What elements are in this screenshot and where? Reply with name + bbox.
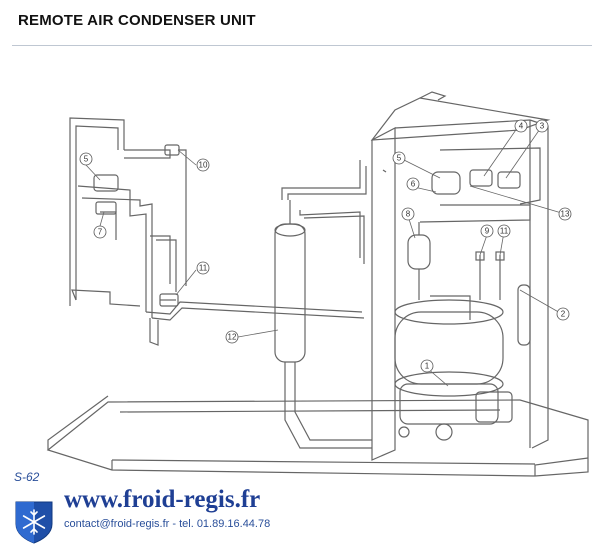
pipe-loop-left bbox=[75, 125, 119, 300]
valve-6 bbox=[431, 171, 461, 195]
title-divider bbox=[12, 45, 592, 46]
callout-label-7: 7 bbox=[98, 228, 103, 237]
callout-2 bbox=[556, 307, 570, 321]
liquid-receiver bbox=[274, 223, 306, 363]
callout-6 bbox=[406, 177, 420, 191]
snowflake-shield-logo-icon bbox=[15, 501, 53, 544]
callout-1 bbox=[420, 359, 434, 373]
callout-label-5a: 5 bbox=[84, 155, 89, 164]
callout-11-lower bbox=[196, 261, 210, 275]
callout-13 bbox=[558, 207, 572, 221]
callout-3 bbox=[535, 119, 549, 133]
callout-9 bbox=[480, 224, 494, 238]
callout-label-12: 12 bbox=[228, 333, 237, 342]
website-link[interactable]: www.froid-regis.fr bbox=[64, 486, 261, 513]
callout-5-left bbox=[79, 152, 93, 166]
page-code: S-62 bbox=[14, 470, 40, 484]
terminal-box bbox=[475, 391, 513, 423]
filter-drier-8 bbox=[407, 234, 431, 270]
valve-11-lower bbox=[159, 293, 179, 307]
base-frame bbox=[46, 399, 589, 477]
page-title: REMOTE AIR CONDENSER UNIT bbox=[18, 12, 256, 29]
callout-5-right bbox=[392, 151, 406, 165]
callout-label-4: 4 bbox=[519, 122, 524, 131]
callout-12 bbox=[225, 330, 239, 344]
callout-label-2: 2 bbox=[561, 310, 566, 319]
callout-label-3: 3 bbox=[540, 122, 545, 131]
base-rail bbox=[47, 395, 109, 450]
callout-10 bbox=[497, 224, 511, 238]
compressor-body bbox=[394, 311, 504, 385]
callout-label-11b: 11 bbox=[199, 264, 208, 273]
callout-label-6: 6 bbox=[411, 180, 416, 189]
frame-front bbox=[371, 127, 396, 461]
callout-label-8: 8 bbox=[406, 210, 411, 219]
valve-11-upper bbox=[164, 144, 180, 156]
callout-label-1: 1 bbox=[425, 362, 430, 371]
callout-label-10: 11 bbox=[500, 227, 509, 236]
callout-label-5b: 5 bbox=[397, 154, 402, 163]
contact-line: contact@froid-regis.fr - tel. 01.89.16.4… bbox=[64, 518, 271, 530]
callout-11-upper bbox=[196, 158, 210, 172]
callout-8 bbox=[401, 207, 415, 221]
callout-7 bbox=[93, 225, 107, 239]
callout-label-11a: 10 bbox=[199, 161, 208, 170]
valve-5 bbox=[93, 174, 119, 192]
frame-top bbox=[370, 97, 551, 141]
callout-4 bbox=[514, 119, 528, 133]
callout-label-13: 13 bbox=[561, 210, 570, 219]
callout-label-9: 9 bbox=[485, 227, 490, 236]
